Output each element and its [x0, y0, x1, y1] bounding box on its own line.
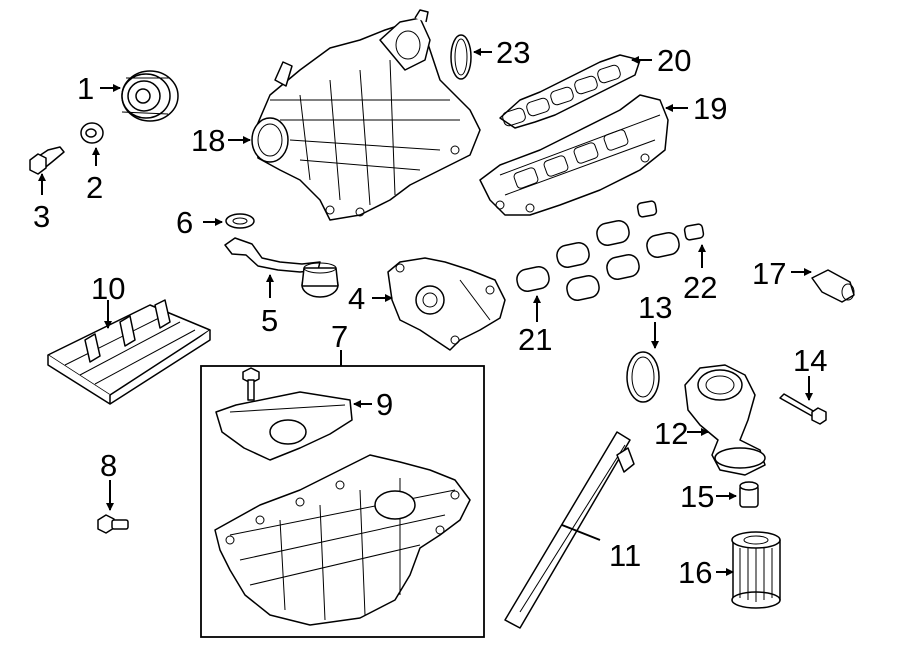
callout-16: 16 — [678, 555, 712, 590]
callout-7: 7 — [331, 319, 348, 354]
windage-tray-icon[interactable] — [47, 299, 211, 405]
callout-8: 8 — [100, 448, 117, 483]
callout-6: 6 — [176, 205, 193, 240]
callout-15: 15 — [680, 479, 714, 514]
pickup-gasket-icon[interactable] — [225, 213, 255, 229]
callout-3: 3 — [33, 199, 50, 234]
lower-manifold-icon[interactable] — [479, 94, 669, 216]
baffle-bolt-icon[interactable] — [242, 367, 260, 401]
oil-pan-frame — [200, 365, 485, 638]
washer-icon[interactable] — [80, 122, 104, 144]
oil-pickup-tube-icon[interactable] — [224, 237, 339, 298]
callout-18: 18 — [191, 123, 225, 158]
callout-1: 1 — [77, 71, 94, 106]
intake-manifold-icon[interactable] — [251, 9, 481, 221]
callout-23: 23 — [496, 35, 530, 70]
callout-10: 10 — [91, 271, 125, 306]
callout-17: 17 — [752, 256, 786, 291]
leader-lines — [38, 48, 813, 576]
throttle-body-seal-icon[interactable] — [450, 34, 472, 80]
oil-filter-adapter-icon[interactable] — [684, 364, 766, 476]
drain-plug-icon[interactable] — [97, 514, 129, 534]
callout-20: 20 — [657, 43, 691, 78]
callout-11: 11 — [609, 538, 641, 573]
pulley-icon[interactable] — [121, 70, 179, 122]
callout-13: 13 — [638, 290, 672, 325]
sensor-icon[interactable] — [739, 481, 759, 508]
callout-labels: 1 2 3 4 5 6 7 8 9 10 11 12 13 14 15 16 1… — [33, 35, 827, 590]
baffle-icon[interactable] — [215, 391, 353, 461]
callout-22: 22 — [683, 270, 717, 305]
dipstick-tube-icon[interactable] — [504, 431, 635, 629]
adapter-bolt-icon[interactable] — [779, 393, 827, 425]
oil-pump-icon[interactable] — [387, 257, 506, 351]
callout-4: 4 — [348, 281, 365, 316]
callout-14: 14 — [793, 343, 827, 378]
bolt-icon[interactable] — [29, 146, 65, 175]
oil-pressure-switch-icon[interactable] — [811, 269, 855, 303]
callout-21: 21 — [518, 322, 552, 357]
callout-19: 19 — [693, 91, 727, 126]
callout-5: 5 — [261, 303, 278, 338]
callout-2: 2 — [86, 170, 103, 205]
oil-pan-assembly-icon[interactable] — [214, 454, 471, 626]
adapter-seal-icon[interactable] — [626, 351, 660, 403]
port-seal-icon[interactable] — [636, 200, 705, 241]
port-gasket-icon[interactable] — [515, 219, 681, 302]
manifold-gasket-icon[interactable] — [499, 54, 641, 129]
callout-12: 12 — [654, 416, 688, 451]
oil-filter-icon[interactable] — [731, 531, 781, 609]
callout-9: 9 — [376, 387, 393, 422]
